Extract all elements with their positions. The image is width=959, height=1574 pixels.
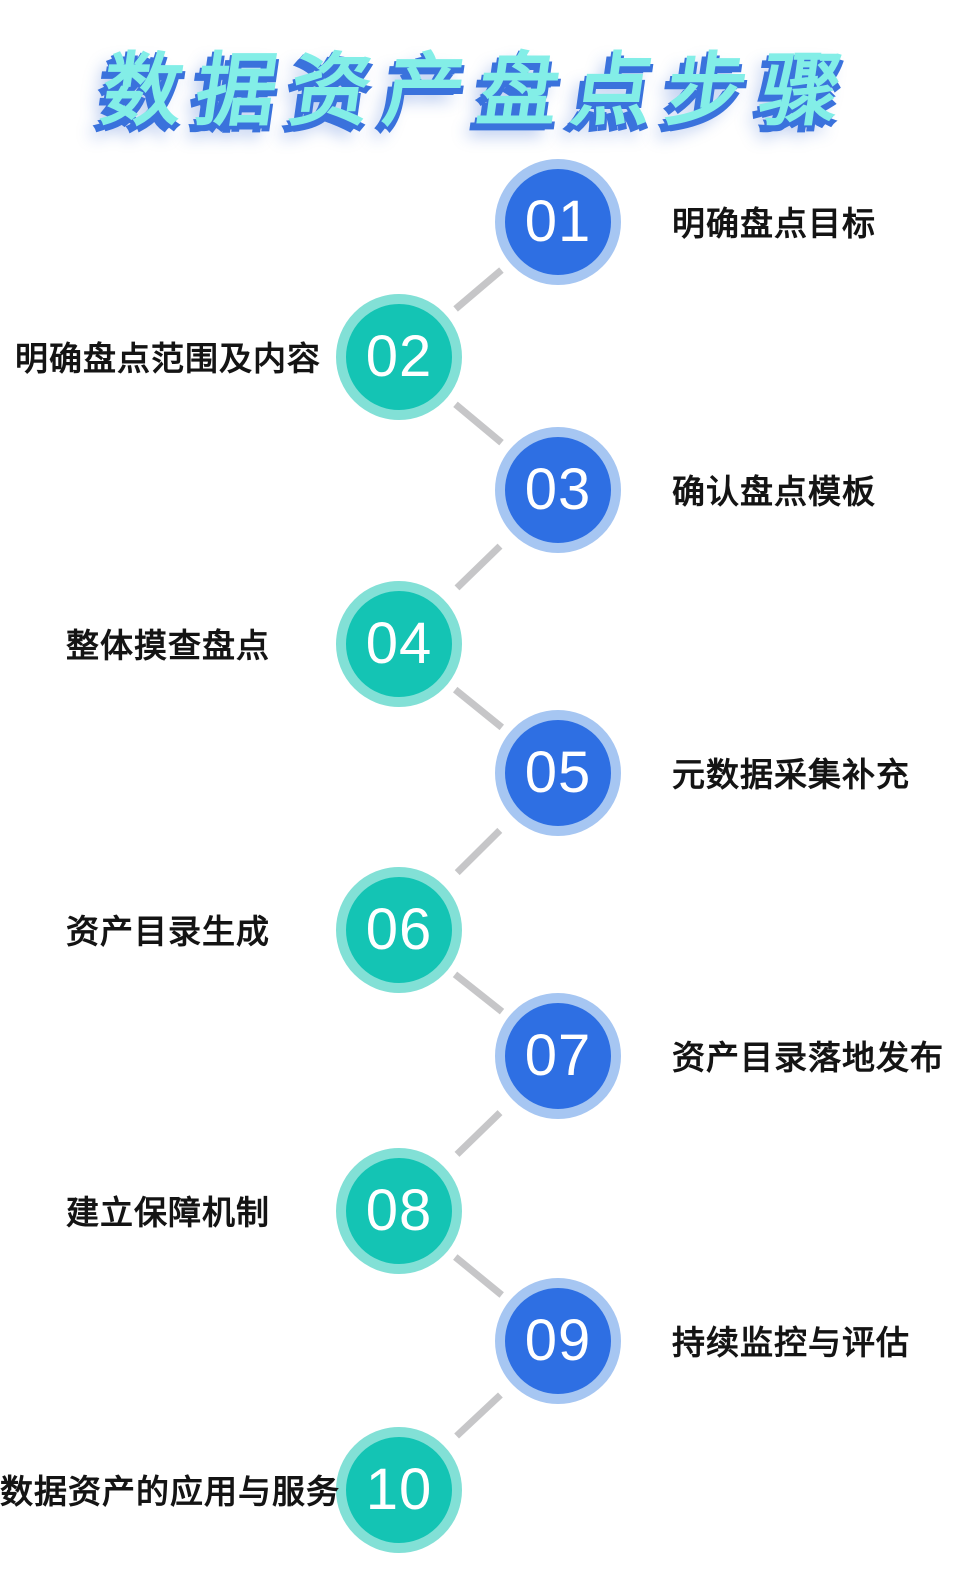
- step-circle: 04: [336, 581, 462, 707]
- step-label: 建立保障机制: [66, 1194, 270, 1232]
- step-circle: 01: [495, 159, 621, 285]
- step-number: 08: [365, 1178, 433, 1243]
- step-circle: 05: [495, 710, 621, 836]
- step-number: 10: [365, 1457, 433, 1522]
- connector-line: [453, 1254, 504, 1298]
- step-label: 明确盘点目标: [672, 205, 876, 243]
- connector-line: [452, 971, 505, 1015]
- step-number: 04: [365, 611, 433, 676]
- step-number: 07: [524, 1023, 592, 1088]
- step-label: 确认盘点模板: [672, 473, 876, 511]
- step-circle: 09: [495, 1278, 621, 1404]
- step-number: 02: [365, 324, 433, 389]
- connector-line: [453, 267, 504, 312]
- step-label: 整体摸查盘点: [66, 627, 270, 665]
- step-label: 资产目录落地发布: [672, 1039, 944, 1077]
- page-title: 数据资产盘点步骤: [96, 46, 861, 135]
- step-circle: 03: [495, 427, 621, 553]
- step-label: 明确盘点范围及内容: [15, 340, 321, 378]
- step-number: 01: [524, 189, 592, 254]
- step-circle: 06: [336, 867, 462, 993]
- step-label: 元数据采集补充: [672, 756, 910, 794]
- step-number: 06: [365, 897, 433, 962]
- connector-line: [453, 401, 504, 446]
- step-number: 05: [524, 740, 592, 805]
- connector-line: [454, 1392, 503, 1439]
- step-circle: 02: [336, 294, 462, 420]
- step-number: 09: [524, 1308, 592, 1373]
- step-circle: 10: [336, 1427, 462, 1553]
- connector-line: [454, 543, 503, 591]
- step-circle: 08: [336, 1148, 462, 1274]
- connector-line: [452, 686, 505, 731]
- step-label: 持续监控与评估: [672, 1324, 910, 1362]
- step-label: 资产目录生成: [66, 913, 270, 951]
- step-circle: 07: [495, 993, 621, 1119]
- connector-line: [454, 827, 503, 876]
- connector-line: [454, 1110, 503, 1157]
- step-number: 03: [524, 457, 592, 522]
- step-label: 数据资产的应用与服务: [0, 1473, 340, 1511]
